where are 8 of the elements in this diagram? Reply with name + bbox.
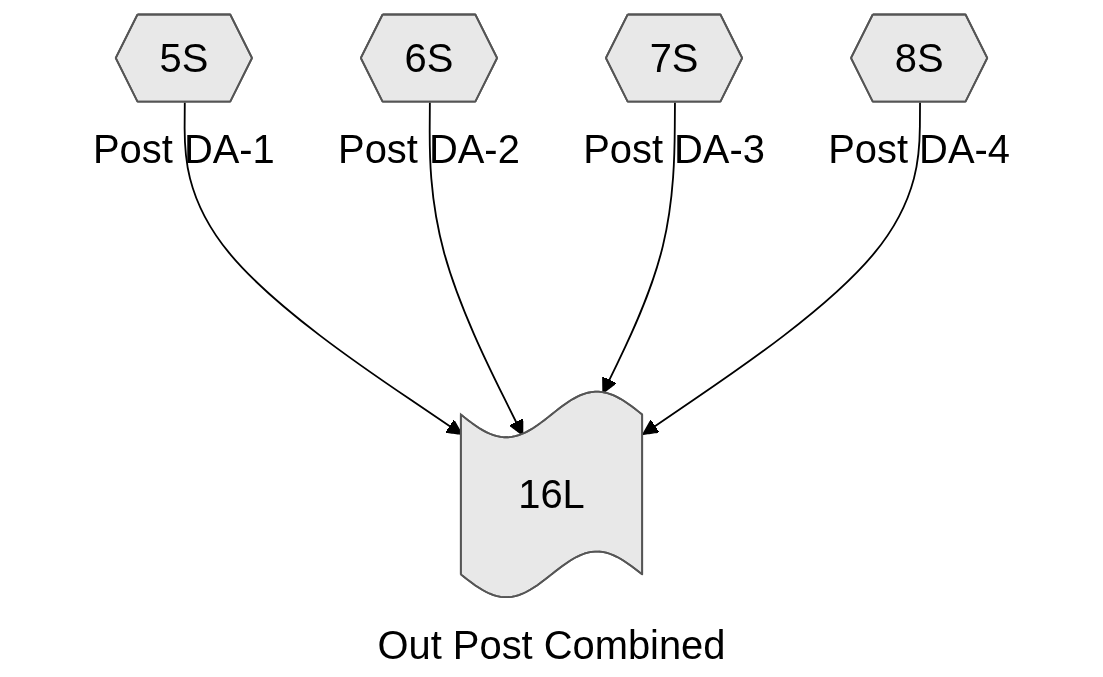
arrow	[428, 101, 524, 436]
arrow	[602, 101, 676, 394]
node-caption: Post DA-3	[583, 127, 765, 172]
node-caption: Post DA-2	[338, 127, 520, 172]
node-caption: Post DA-4	[828, 127, 1010, 172]
arrow	[642, 101, 921, 435]
node-caption: Post DA-1	[93, 127, 275, 172]
node-caption: Out Post Combined	[377, 622, 726, 667]
